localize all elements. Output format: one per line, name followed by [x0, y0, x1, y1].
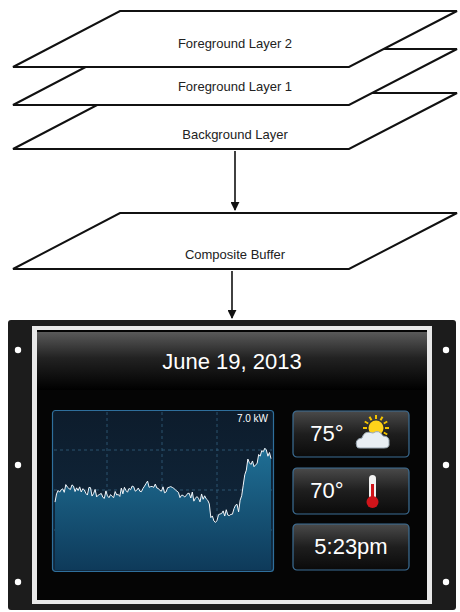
sun-ray [383, 433, 386, 435]
sun-ray [383, 422, 386, 424]
display-panel: 7.0 kW 75° 70° 5:23pm June 19, 2013 [8, 320, 456, 610]
tile-value: 70° [310, 478, 343, 504]
mount-hole [443, 579, 449, 585]
layer-plane: Foreground Layer 2 [12, 10, 458, 68]
mount-hole [15, 462, 21, 468]
value-label: 7.0 kW [237, 413, 268, 424]
layer-label: Background Layer [12, 127, 458, 143]
sun-ray [363, 427, 367, 429]
date-heading: June 19, 2013 [8, 349, 456, 375]
power-chart: 7.0 kW [52, 410, 274, 572]
plane-shape [13, 93, 457, 149]
layer-label: Composite Buffer [12, 247, 458, 263]
mount-hole [443, 347, 449, 353]
sun-ray [375, 415, 377, 419]
thermometer-icon [352, 472, 392, 510]
weather-icon [352, 415, 392, 453]
chart-frame [53, 411, 274, 572]
bezel [8, 320, 456, 610]
thermometer-bulb [366, 496, 378, 508]
temperature-tile-outline [292, 467, 410, 515]
weather-tile-outline [292, 410, 410, 458]
layer-label: Foreground Layer 2 [12, 36, 458, 52]
tile-value: 75° [310, 421, 343, 447]
weather-tile: 75° [292, 410, 410, 458]
tile-value: 5:23pm [314, 534, 387, 560]
grid-line [54, 450, 272, 451]
flow-arrow [231, 271, 233, 318]
buffer-plane: Composite Buffer [12, 212, 458, 270]
power-chart-outline [52, 410, 274, 572]
plane-shape [13, 213, 457, 269]
mount-hole [443, 462, 449, 468]
sun-ray [369, 417, 371, 420]
sun-ray [364, 422, 367, 424]
flow-arrow [234, 151, 236, 210]
cloud [356, 432, 389, 448]
chart-area [55, 448, 271, 570]
thermometer-tube [369, 475, 376, 499]
tile-frame [293, 411, 409, 457]
mount-hole [15, 347, 21, 353]
tile-frame [293, 524, 409, 570]
tile-frame [293, 468, 409, 514]
sun-ray [380, 417, 382, 420]
chart-line [55, 448, 271, 522]
sun-ray [385, 427, 389, 429]
mount-hole [15, 579, 21, 585]
clock-tile: 5:23pm [292, 523, 410, 571]
layer-label: Foreground Layer 1 [12, 79, 458, 95]
temperature-tile: 70° [292, 467, 410, 515]
